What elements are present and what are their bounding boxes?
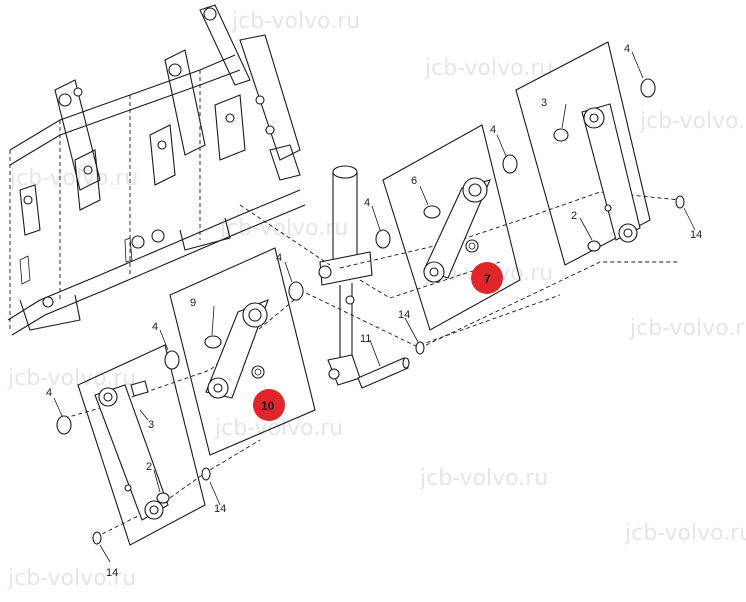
panel-inner-right xyxy=(382,124,521,331)
callout-4: 4 xyxy=(46,387,52,399)
callout-4: 4 xyxy=(490,124,496,136)
watermark-text: jcb-volvo.ru xyxy=(7,566,136,591)
washers xyxy=(56,78,656,435)
callout-3: 3 xyxy=(541,97,547,109)
link-arm-outer-left xyxy=(94,380,170,521)
callout-11: 11 xyxy=(360,333,371,345)
watermark-text: jcb-volvo.ru xyxy=(624,521,746,546)
callout-14: 14 xyxy=(106,567,118,579)
circlip-14 xyxy=(201,467,211,481)
washer-4 xyxy=(288,281,304,301)
callout-4: 4 xyxy=(152,321,158,333)
callout-4: 4 xyxy=(276,252,282,264)
part-number-callouts: 2 2 3 3 4 4 4 4 4 4 6 9 11 14 14 14 14 xyxy=(46,43,702,579)
watermark-text: jcb-volvo.ru xyxy=(639,109,746,134)
watermark-text: jcb-volvo.ru xyxy=(424,56,553,81)
panel-outer-right xyxy=(515,41,651,266)
callout-4: 4 xyxy=(364,197,370,209)
circlips xyxy=(92,195,685,545)
highlight-circle xyxy=(253,389,285,421)
washer-4 xyxy=(56,415,72,435)
leader-lines xyxy=(53,51,696,563)
washer-4 xyxy=(502,154,518,174)
callout-14: 14 xyxy=(690,229,702,241)
detail-panel-frames xyxy=(77,41,651,546)
highlight-callouts: 7 10 xyxy=(253,262,503,421)
callout-14: 14 xyxy=(398,309,410,321)
circlip-14 xyxy=(415,341,425,355)
callout-2: 2 xyxy=(146,461,152,473)
pin-11 xyxy=(357,357,410,389)
link-arm-outer-right xyxy=(553,103,641,252)
loader-frame-drawing xyxy=(7,4,306,336)
callout-4: 4 xyxy=(624,43,630,55)
watermark-text: jcb-volvo.ru xyxy=(214,416,343,441)
watermark-group: jcb-volvo.ru jcb-volvo.ru jcb-volvo.ru j… xyxy=(7,9,746,591)
crank-plate-inner-right xyxy=(423,177,491,283)
watermark-text: jcb-volvo.ru xyxy=(7,366,136,391)
watermark-text: jcb-volvo.ru xyxy=(629,316,746,341)
panel-outer-left xyxy=(77,344,206,546)
watermark-text: jcb-volvo.ru xyxy=(219,216,348,241)
washer-4 xyxy=(640,78,656,98)
highlight-circle xyxy=(471,262,503,294)
washer-4 xyxy=(375,229,391,249)
callout-3: 3 xyxy=(148,419,154,431)
callout-9: 9 xyxy=(190,297,196,309)
crank-plate-inner-left xyxy=(204,299,269,399)
highlight-label-7: 7 xyxy=(484,272,491,286)
panel-inner-left xyxy=(169,247,316,456)
central-shaft-drawing xyxy=(318,165,373,386)
circlip-14 xyxy=(675,195,685,209)
highlight-label-10: 10 xyxy=(261,399,275,413)
circlip-14 xyxy=(92,531,102,545)
callout-2: 2 xyxy=(571,210,577,222)
watermark-text: jcb-volvo.ru xyxy=(231,9,360,34)
callout-14: 14 xyxy=(214,503,226,515)
washer-4 xyxy=(164,350,180,370)
watermark-text: jcb-volvo.ru xyxy=(419,466,548,491)
callout-6: 6 xyxy=(411,175,417,187)
